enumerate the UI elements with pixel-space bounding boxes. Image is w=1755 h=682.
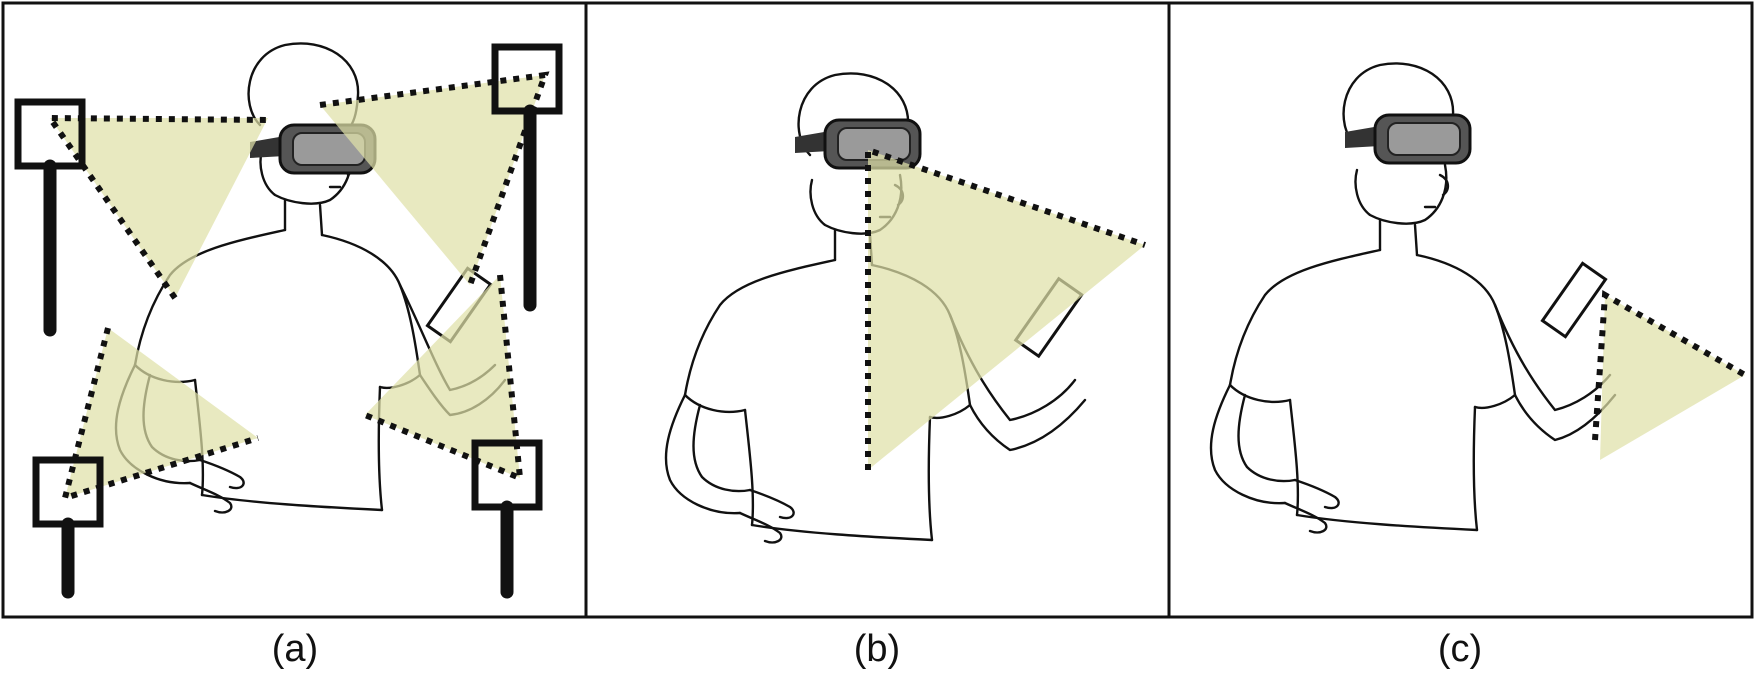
caption-panel-a: (a) — [271, 628, 319, 670]
caption-panel-b: (b) — [853, 628, 901, 670]
sensor-bottom-right — [471, 439, 543, 599]
caption-panel-c: (c) — [1437, 628, 1483, 670]
sensor-top-right — [491, 43, 563, 312]
panel-a-diagram — [14, 42, 563, 599]
panel-b-diagram — [664, 72, 1146, 544]
sensor-bottom-left — [32, 456, 104, 599]
sensor-top-left — [14, 98, 86, 337]
panel-c-diagram — [1209, 62, 1747, 534]
panel-c-frame — [1167, 1, 1754, 619]
